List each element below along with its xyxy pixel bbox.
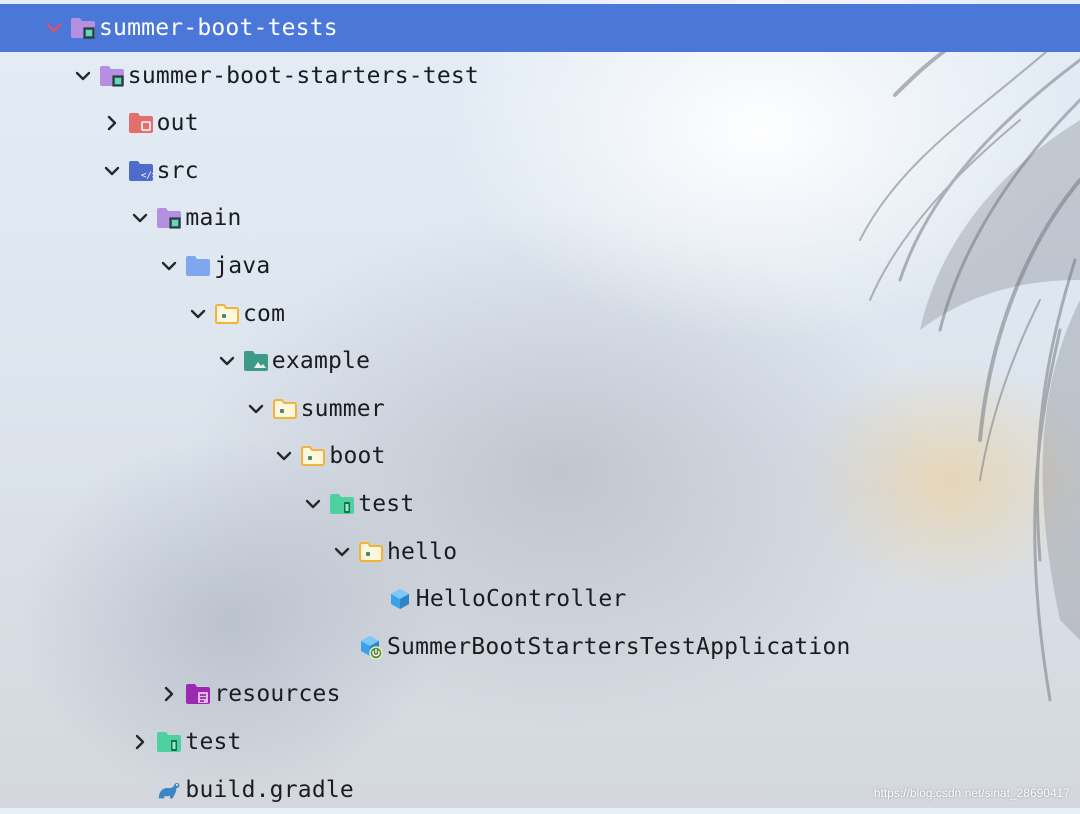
test-folder-icon xyxy=(329,492,355,516)
source-folder-icon: </> xyxy=(128,159,154,183)
package-folder-icon xyxy=(300,444,326,468)
tree-item-label: summer-boot-starters-test xyxy=(127,62,479,89)
watermark: https://blog.csdn.net/sinat_28690417 xyxy=(873,786,1070,800)
chevron-down-icon[interactable] xyxy=(188,304,208,324)
chevron-down-icon[interactable] xyxy=(44,18,64,38)
class-icon xyxy=(387,587,413,611)
tree-row[interactable]: test xyxy=(0,718,1080,766)
test-folder-icon xyxy=(156,730,182,754)
image-folder-icon xyxy=(243,349,269,373)
resources-folder-icon xyxy=(185,682,211,706)
chevron-down-icon[interactable] xyxy=(217,351,237,371)
tree-item-label: hello xyxy=(387,538,458,565)
tree-item-label: src xyxy=(156,157,199,184)
tree-row[interactable]: test xyxy=(0,480,1080,528)
chevron-down-icon[interactable] xyxy=(102,161,122,181)
tree-row[interactable]: summer-boot-starters-test xyxy=(0,52,1080,100)
tree-row[interactable]: HelloController xyxy=(0,575,1080,623)
tree-item-label: build.gradle xyxy=(185,776,354,803)
tree-item-label: out xyxy=(156,110,199,137)
tree-row[interactable]: main xyxy=(0,194,1080,242)
tree-item-label: boot xyxy=(329,443,386,470)
module-folder-icon xyxy=(70,16,96,40)
tree-row[interactable]: java xyxy=(0,242,1080,290)
tree-item-label: test xyxy=(358,491,415,517)
tree-item-label: summer xyxy=(300,395,385,422)
package-folder-icon xyxy=(272,397,298,421)
tree-item-label: main xyxy=(185,205,242,232)
package-folder-icon xyxy=(358,540,384,564)
tree-row[interactable]: summer xyxy=(0,385,1080,433)
package-folder-icon xyxy=(214,302,240,326)
tree-row[interactable]: hello xyxy=(0,528,1080,576)
chevron-down-icon[interactable] xyxy=(130,208,150,228)
chevron-down-icon[interactable] xyxy=(274,446,294,466)
excluded-folder-icon xyxy=(128,111,154,135)
tree-row[interactable]: out xyxy=(0,99,1080,147)
tree-row[interactable]: com xyxy=(0,290,1080,338)
chevron-right-icon[interactable] xyxy=(130,732,150,752)
tree-item-label: resources xyxy=(214,681,341,708)
tree-row[interactable]: resources xyxy=(0,670,1080,718)
svg-text:</>: </> xyxy=(141,171,154,181)
tree-arrow-spacer xyxy=(332,637,352,657)
tree-item-label: com xyxy=(243,300,286,327)
chevron-down-icon[interactable] xyxy=(73,66,93,86)
tree-row[interactable]: example xyxy=(0,337,1080,385)
tree-row-selected[interactable]: summer-boot-tests xyxy=(0,4,1080,52)
tree-arrow-spacer xyxy=(130,780,150,800)
tree-row[interactable]: SummerBootStartersTestApplication xyxy=(0,623,1080,671)
chevron-down-icon[interactable] xyxy=(246,399,266,419)
tree-item-label: java xyxy=(214,253,271,279)
tree-item-label: test xyxy=(185,729,242,755)
tree-arrow-spacer xyxy=(361,589,381,609)
module-folder-icon xyxy=(156,206,182,230)
chevron-right-icon[interactable] xyxy=(102,113,122,133)
chevron-down-icon[interactable] xyxy=(159,256,179,276)
chevron-right-icon[interactable] xyxy=(159,684,179,704)
folder-icon xyxy=(185,254,211,278)
chevron-down-icon[interactable] xyxy=(303,494,323,514)
gradle-icon xyxy=(156,778,182,802)
tree-row[interactable]: boot xyxy=(0,432,1080,480)
tree-item-label: summer-boot-tests xyxy=(99,15,338,41)
module-folder-icon xyxy=(99,64,125,88)
spring-boot-class-icon xyxy=(358,635,384,660)
tree-row[interactable]: build.gradle xyxy=(0,766,1080,814)
chevron-down-icon[interactable] xyxy=(332,542,352,562)
tree-item-label: SummerBootStartersTestApplication xyxy=(387,633,851,660)
tree-item-label: example xyxy=(271,348,371,375)
tree-row[interactable]: </>src xyxy=(0,147,1080,195)
tree-item-label: HelloController xyxy=(415,586,627,613)
